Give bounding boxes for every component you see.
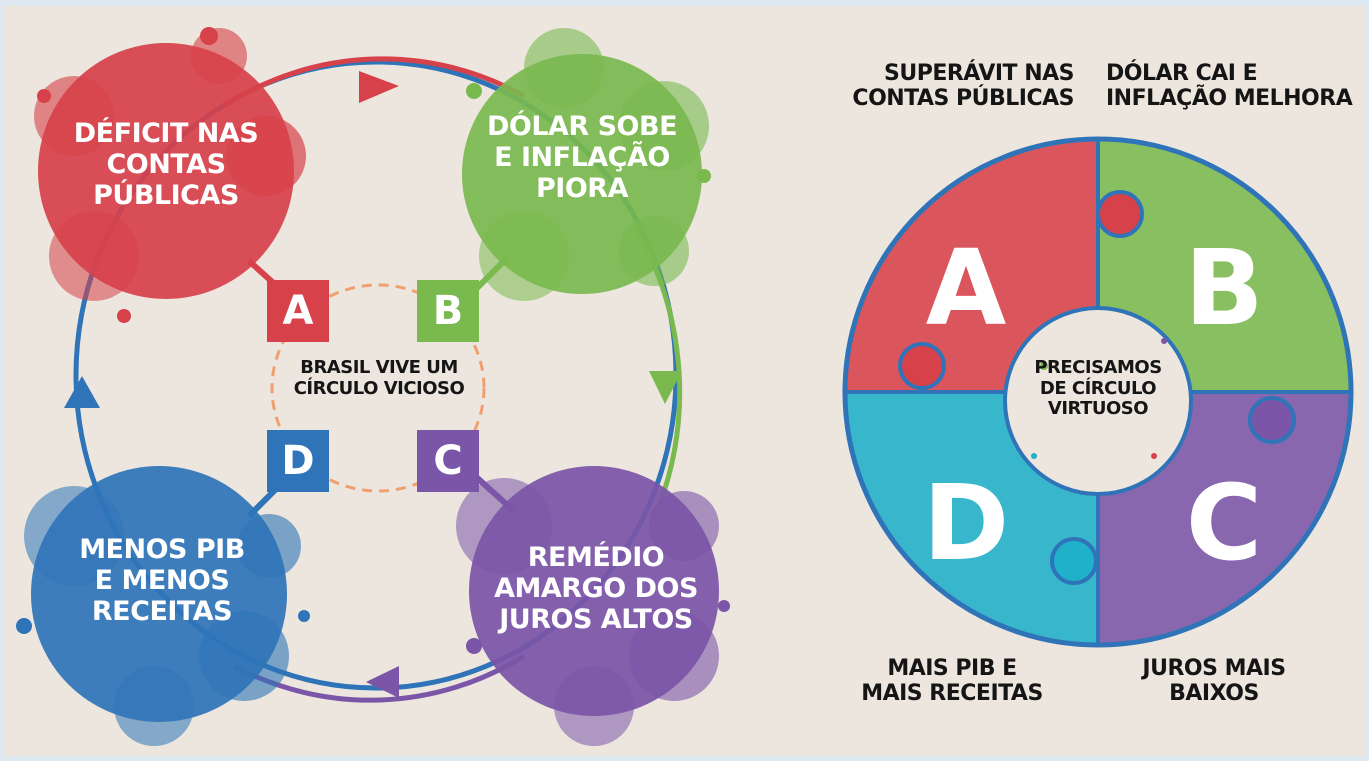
virtuous-caption-b: DÓLAR CAI E INFLAÇÃO MELHORA (1106, 61, 1353, 112)
square-b: B (417, 280, 479, 342)
wheel-outline (842, 136, 1354, 648)
blob-green (462, 28, 711, 301)
vicious-label-a: DÉFICIT NAS CONTAS PÚBLICAS (73, 118, 259, 212)
arrow-top (359, 71, 399, 103)
wheel-letter-c: C (1185, 462, 1263, 584)
virtuous-caption-c: JUROS MAIS BAIXOS (1142, 656, 1286, 707)
wheel-letter-a: A (925, 227, 1007, 349)
arrow-left (64, 376, 100, 408)
quadrant-a (845, 139, 1098, 392)
blob-purple (456, 466, 730, 746)
vicious-label-b: DÓLAR SOBE E INFLAÇÃO PIORA (486, 111, 678, 205)
vicious-label-c: REMÉDIO AMARGO DOS JUROS ALTOS (494, 542, 698, 636)
wheel-letter-d: D (922, 462, 1010, 584)
blob-blue (16, 466, 310, 746)
square-a: A (267, 280, 329, 342)
square-d: D (267, 430, 329, 492)
knob-bc (1248, 396, 1296, 444)
virtuous-caption-d: MAIS PIB E MAIS RECEITAS (861, 656, 1043, 707)
arrow-right (649, 371, 682, 404)
virtuous-caption-a: SUPERÁVIT NAS CONTAS PÚBLICAS (852, 61, 1074, 112)
arrow-bottom (366, 666, 399, 698)
vicious-label-d: MENOS PIB E MENOS RECEITAS (79, 534, 245, 628)
knob-ab (1096, 190, 1144, 238)
quadrant-b (1098, 139, 1351, 392)
puzzle-wheel (842, 136, 1354, 648)
blob-red (34, 27, 306, 323)
diagram-graphics (16, 27, 1354, 746)
knob-cd (1050, 537, 1098, 585)
center-dashed-oval (270, 283, 486, 493)
knob-da (898, 342, 946, 390)
square-c: C (417, 430, 479, 492)
infographic: DÉFICIT NAS CONTAS PÚBLICAS DÓLAR SOBE E… (4, 6, 1365, 756)
center-hub (1003, 306, 1193, 496)
vicious-center-text: BRASIL VIVE UM CÍRCULO VICIOSO (293, 357, 465, 399)
ring-segment-red (222, 56, 526, 109)
virtuous-center-text: PRECISAMOS DE CÍRCULO VIRTUOSO (1034, 357, 1162, 420)
wheel-letter-b: B (1184, 227, 1264, 349)
